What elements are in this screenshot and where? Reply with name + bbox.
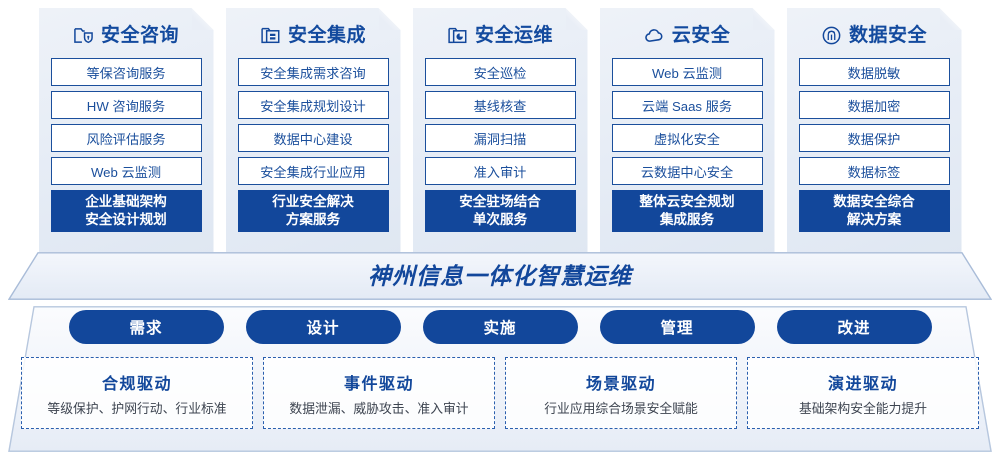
column-header: 安全运维 [413, 12, 588, 58]
summary-line-1: 整体云安全规划 [639, 193, 735, 209]
service-item[interactable]: 数据标签 [799, 157, 950, 185]
service-summary-card[interactable]: 安全驻场结合 单次服务 [425, 190, 576, 232]
driver-title: 合规驱动 [101, 375, 172, 393]
service-column-security-consulting[interactable]: 安全咨询 等保咨询服务 HW 咨询服务 风险评估服务 Web 云监测 企业基础架… [39, 8, 214, 256]
service-summary-card[interactable]: 行业安全解决 方案服务 [238, 190, 389, 232]
folder-shield-icon [73, 25, 94, 46]
summary-line-1: 安全驻场结合 [459, 193, 541, 209]
driver-description: 基础架构安全能力提升 [799, 400, 927, 416]
service-item[interactable]: 准入审计 [425, 157, 576, 185]
summary-line-2: 单次服务 [472, 212, 528, 227]
driver-title: 事件驱动 [343, 375, 414, 393]
service-summary-card[interactable]: 数据安全综合 解决方案 [799, 190, 950, 232]
cloud-icon [644, 25, 665, 46]
service-item[interactable]: 等保咨询服务 [51, 58, 202, 86]
column-header: 云安全 [600, 12, 775, 58]
driver-box-evolution[interactable]: 演进驱动 基础架构安全能力提升 [747, 357, 979, 429]
service-item[interactable]: 数据中心建设 [238, 124, 389, 152]
column-items: 等保咨询服务 HW 咨询服务 风险评估服务 Web 云监测 企业基础架构 安全设… [39, 58, 214, 232]
service-column-security-operations[interactable]: 安全运维 安全巡检 基线核查 漏洞扫描 准入审计 安全驻场结合 单次服务 [413, 8, 588, 256]
pill-stage-implementation[interactable]: 实施 [422, 310, 578, 344]
summary-line-1: 企业基础架构 [85, 193, 167, 209]
service-item[interactable]: 云数据中心安全 [612, 157, 763, 185]
pill-stage-requirement[interactable]: 需求 [68, 310, 224, 344]
service-summary-card[interactable]: 整体云安全规划 集成服务 [612, 190, 763, 232]
column-items: 数据脱敏 数据加密 数据保护 数据标签 数据安全综合 解决方案 [787, 58, 962, 232]
column-header: 安全集成 [226, 12, 401, 58]
service-item[interactable]: 基线核查 [425, 91, 576, 119]
driver-description: 等级保护、护网行动、行业标准 [47, 400, 227, 416]
pill-stage-management[interactable]: 管理 [599, 310, 755, 344]
summary-line-2: 安全设计规划 [85, 212, 167, 227]
driver-description: 行业应用综合场景安全赋能 [544, 400, 698, 416]
service-item[interactable]: 漏洞扫描 [425, 124, 576, 152]
service-item[interactable]: HW 咨询服务 [51, 91, 202, 119]
fingerprint-icon [821, 25, 842, 46]
service-item[interactable]: Web 云监测 [51, 157, 202, 185]
service-columns: 安全咨询 等保咨询服务 HW 咨询服务 风险评估服务 Web 云监测 企业基础架… [0, 8, 1000, 256]
summary-line-2: 集成服务 [659, 212, 715, 227]
summary-line-2: 解决方案 [846, 212, 902, 227]
service-item[interactable]: 安全集成需求咨询 [238, 58, 389, 86]
service-item[interactable]: 安全集成行业应用 [238, 157, 389, 185]
service-item[interactable]: 数据保护 [799, 124, 950, 152]
driver-title: 场景驱动 [585, 375, 656, 393]
column-header: 数据安全 [787, 12, 962, 58]
summary-line-1: 数据安全综合 [833, 193, 915, 209]
driver-box-incident[interactable]: 事件驱动 数据泄漏、威胁攻击、准入审计 [263, 357, 495, 429]
folder-document-icon [260, 25, 281, 46]
service-item[interactable]: 数据加密 [799, 91, 950, 119]
column-title: 安全运维 [474, 24, 553, 46]
service-column-cloud-security[interactable]: 云安全 Web 云监测 云端 Saas 服务 虚拟化安全 云数据中心安全 整体云… [600, 8, 775, 256]
column-header: 安全咨询 [39, 12, 214, 58]
column-items: 安全巡检 基线核查 漏洞扫描 准入审计 安全驻场结合 单次服务 [413, 58, 588, 232]
column-title: 安全咨询 [100, 24, 179, 46]
column-items: Web 云监测 云端 Saas 服务 虚拟化安全 云数据中心安全 整体云安全规划… [600, 58, 775, 232]
lifecycle-stage-pills: 需求 设计 实施 管理 改进 [0, 310, 1000, 344]
column-title: 安全集成 [287, 24, 366, 46]
service-summary-card[interactable]: 企业基础架构 安全设计规划 [51, 190, 202, 232]
column-title: 云安全 [671, 24, 731, 46]
service-item[interactable]: 数据脱敏 [799, 58, 950, 86]
driver-box-scenario[interactable]: 场景驱动 行业应用综合场景安全赋能 [505, 357, 737, 429]
service-column-data-security[interactable]: 数据安全 数据脱敏 数据加密 数据保护 数据标签 数据安全综合 解决方案 [787, 8, 962, 256]
service-item[interactable]: 云端 Saas 服务 [612, 91, 763, 119]
driver-description: 数据泄漏、威胁攻击、准入审计 [289, 400, 469, 416]
folder-chart-icon [447, 25, 468, 46]
driver-title: 演进驱动 [827, 375, 898, 393]
service-item[interactable]: 风险评估服务 [51, 124, 202, 152]
column-items: 安全集成需求咨询 安全集成规划设计 数据中心建设 安全集成行业应用 行业安全解决… [226, 58, 401, 232]
service-item[interactable]: 安全集成规划设计 [238, 91, 389, 119]
summary-line-2: 方案服务 [285, 212, 341, 227]
driver-box-compliance[interactable]: 合规驱动 等级保护、护网行动、行业标准 [21, 357, 253, 429]
pill-stage-improvement[interactable]: 改进 [776, 310, 932, 344]
service-item[interactable]: 安全巡检 [425, 58, 576, 86]
service-item[interactable]: Web 云监测 [612, 58, 763, 86]
service-item[interactable]: 虚拟化安全 [612, 124, 763, 152]
driver-boxes: 合规驱动 等级保护、护网行动、行业标准 事件驱动 数据泄漏、威胁攻击、准入审计 … [0, 357, 1000, 429]
summary-line-1: 行业安全解决 [272, 193, 354, 209]
service-column-security-integration[interactable]: 安全集成 安全集成需求咨询 安全集成规划设计 数据中心建设 安全集成行业应用 行… [226, 8, 401, 256]
platform-banner: 神州信息一体化智慧运维 [8, 252, 992, 300]
pill-stage-design[interactable]: 设计 [245, 310, 401, 344]
column-title: 数据安全 [848, 24, 927, 46]
platform-banner-title: 神州信息一体化智慧运维 [368, 263, 632, 289]
